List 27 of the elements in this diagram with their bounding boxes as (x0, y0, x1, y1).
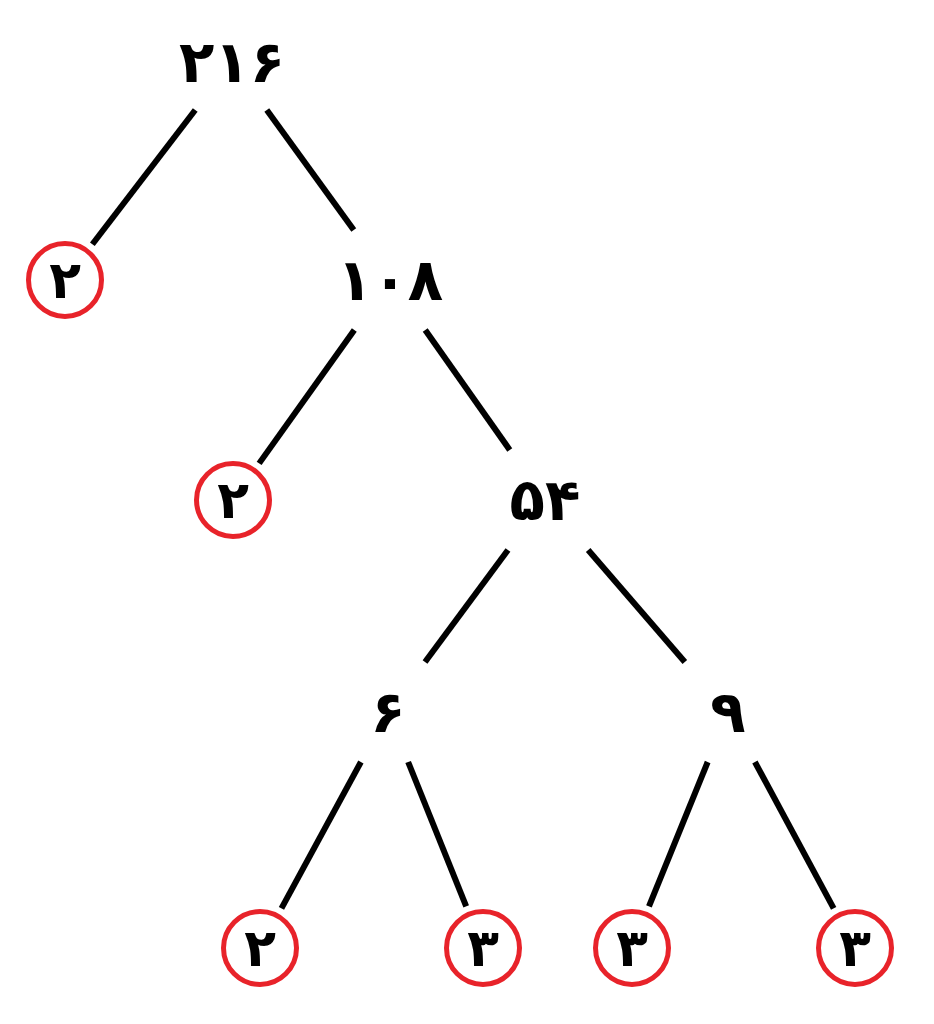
factor-number: ۲۱۶ (178, 33, 286, 91)
factor-number: ۳ (467, 922, 499, 974)
connector-line (264, 108, 357, 232)
connector-line (278, 760, 364, 910)
prime-factor-circle (26, 241, 104, 319)
factor-number: ۳ (616, 922, 648, 974)
factor-number: ۱۰۸ (336, 251, 444, 309)
connector-line (646, 760, 711, 908)
prime-factor-circle (816, 909, 894, 987)
prime-factor-circle (593, 909, 671, 987)
prime-factor-circle (194, 461, 272, 539)
factor-number: ۲ (244, 922, 276, 974)
factor-number: ۲ (217, 474, 249, 526)
connector-line (585, 548, 688, 664)
connector-line (422, 328, 513, 452)
prime-factor-circle (221, 909, 299, 987)
connector-line (256, 328, 357, 466)
factor-number: ۶ (370, 683, 406, 741)
connector-line (422, 548, 511, 664)
prime-factor-circle (444, 909, 522, 987)
connector-line (90, 108, 198, 247)
factor-number: ۳ (839, 922, 871, 974)
connector-line (752, 760, 837, 910)
factor-number: ۲ (49, 254, 81, 306)
connector-line (405, 760, 469, 908)
factor-number: ۹ (710, 683, 746, 741)
factor-number: ۵۴ (509, 471, 581, 529)
